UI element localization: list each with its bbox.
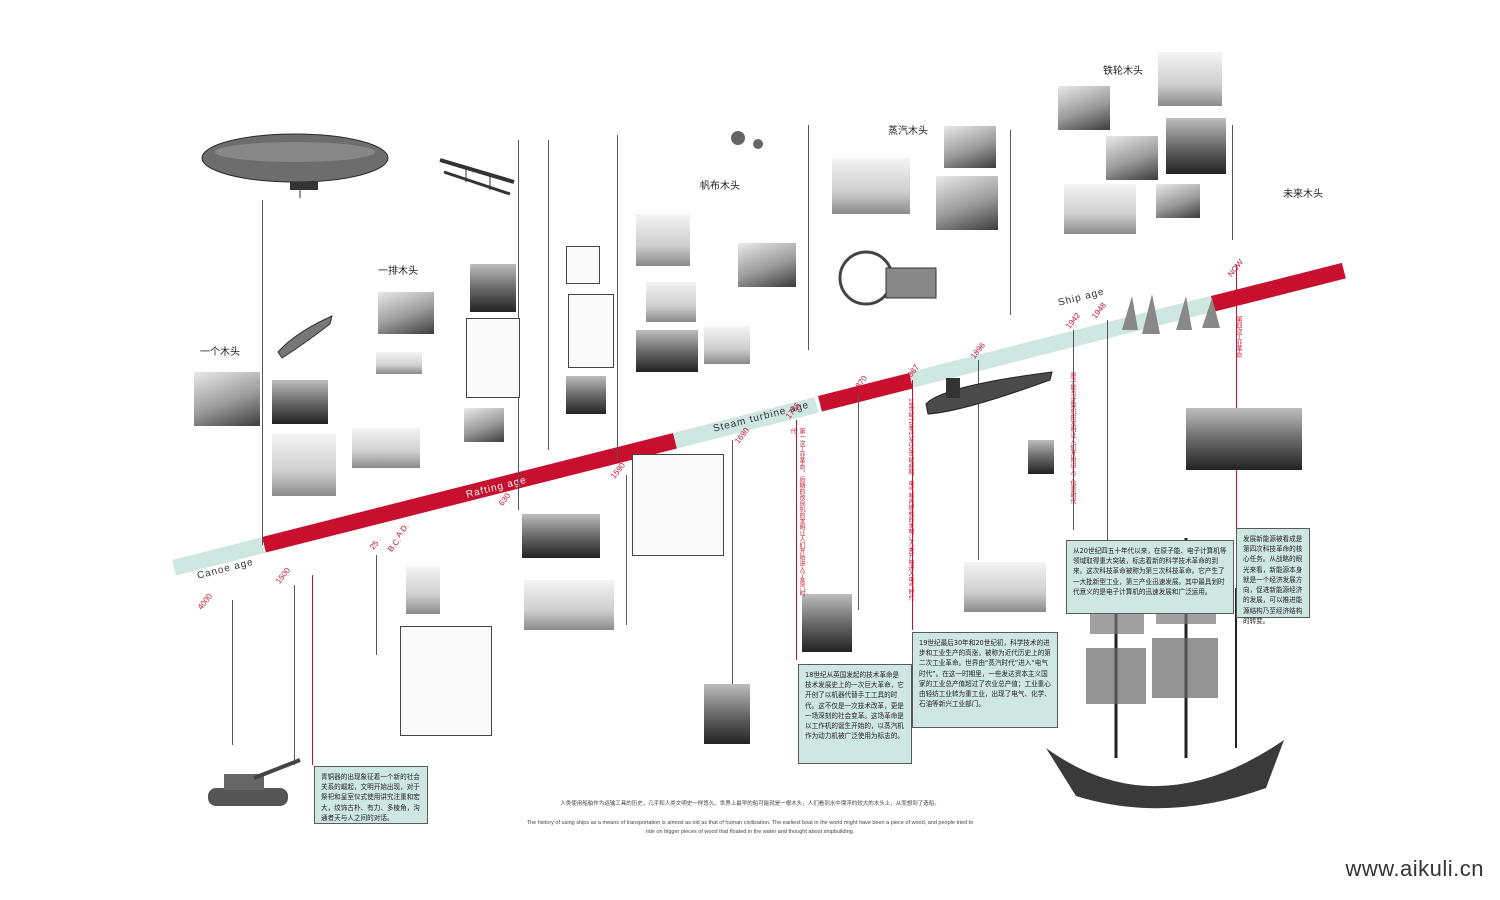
caption-english-1: The history of using ships as a means of… <box>526 820 974 826</box>
watermark-url: www.aikuli.cn <box>1345 856 1484 881</box>
paddle-photo <box>646 282 696 322</box>
windsurf-photo <box>704 684 750 744</box>
tanker-photo <box>1106 136 1158 180</box>
group-title-iron: 铁轮木头 <box>1103 66 1143 77</box>
fisherman-photo <box>566 376 606 414</box>
connector-line <box>1232 125 1233 240</box>
connector-line <box>548 140 549 450</box>
vertical-note-fourth: 第四次工业革命 <box>1235 316 1242 358</box>
infobox-fourth: 发展新能源被看成是第四次科技革命的核心任务。从战略的眼光来看，新能源本身就是一个… <box>1236 528 1310 625</box>
steamship-photo <box>832 158 910 214</box>
infobox-third: 从20世纪四五十年代以来，在原子能、电子计算机等领域取得重大突破，标志着新的科学… <box>1066 540 1234 614</box>
connector-line <box>312 575 313 765</box>
liner-photo-1 <box>1058 86 1110 130</box>
vertical-note-industrial: 第一次工业革命，后期的改良机的发明让人们开始进入了蒸汽时代 <box>789 428 805 596</box>
connector-line <box>626 475 627 625</box>
sailboat-photo-1 <box>636 214 690 266</box>
steam-engine-image <box>838 250 937 306</box>
connector-line <box>294 585 295 765</box>
cruise-photo-1 <box>1158 52 1222 106</box>
aircraft-carrier-photo <box>1186 408 1302 470</box>
balloons-image <box>731 131 763 149</box>
infobox-bronze: 青铜器的出现象征着一个新的社会关系的崛起，文明开始出现，对于祭祀和皇室仪式使用讲… <box>314 766 428 824</box>
vertical-note-electric: 19世纪70年代至20世纪初期，电气和内燃机的发明让人类开始进入电气时代 <box>907 398 914 601</box>
infobox-industrial: 18世纪从英国发起的技术革命是技术发展史上的一次巨大革命，它开创了以机器代替手工… <box>798 664 912 764</box>
connector-line <box>376 555 377 655</box>
cruise-ship-photo-1 <box>944 126 996 168</box>
year-label: 630 <box>497 491 513 508</box>
connector-line <box>912 380 913 630</box>
dugout-canoe-image <box>277 315 333 359</box>
connector-line <box>617 135 618 460</box>
year-label: 1942 <box>1064 310 1083 331</box>
group-title-one-log: 一个木头 <box>200 347 240 358</box>
connector-line <box>1107 320 1108 540</box>
sunset-boat-photo <box>636 330 698 372</box>
connector-line <box>1010 130 1011 315</box>
connector-line <box>1236 265 1237 530</box>
river-raft-photo <box>272 434 336 496</box>
rowboat-photo <box>352 428 420 468</box>
caption-chinese: 人类使用船舶作为运输工具的历史，几乎和人类文明史一样悠久。世界上最早的船可能就是… <box>560 801 940 807</box>
captain-illustration <box>568 294 614 368</box>
connector-line <box>732 440 733 690</box>
caption-english-2: ride on bigger pieces of wood that float… <box>645 829 855 835</box>
log-pile-photo <box>378 292 434 334</box>
connector-line <box>808 125 809 350</box>
soldiers-photo <box>522 514 600 558</box>
biplane-image <box>439 158 515 196</box>
vertical-note-information: 原子能与计算机的发明让人们开始进入了信息时代 <box>1069 372 1076 504</box>
sailboats-image <box>1122 294 1220 334</box>
pattern-illustration <box>466 318 520 398</box>
connector-line <box>796 420 797 660</box>
year-label: 4000 <box>196 591 215 612</box>
raft-sketch-image <box>376 352 422 374</box>
bamboo-photo <box>470 264 516 312</box>
wood-plank-photo <box>464 408 504 442</box>
connector-line <box>858 395 859 610</box>
connector-line <box>232 600 233 745</box>
sailboat-drawing <box>632 454 724 556</box>
war-boat-drawing <box>400 626 492 736</box>
windmill-sketch <box>566 246 600 284</box>
brushes-photo <box>406 566 440 614</box>
cruise-ship-photo-2 <box>936 176 998 230</box>
infobox-electric: 19世纪最后30年和20世纪初，科学技术的进步和工业生产的高涨，被称为近代历史上… <box>912 632 1058 728</box>
connector-line <box>1073 330 1074 530</box>
era-label-future: Future era <box>1262 226 1320 251</box>
group-title-steam: 蒸汽木头 <box>888 126 928 137</box>
connector-line <box>262 200 263 545</box>
junk-boat-photo <box>964 562 1046 612</box>
tall-ship-photo <box>802 594 852 652</box>
tank-image <box>208 758 301 806</box>
container-ship-photo <box>1064 184 1136 234</box>
sailboat-photo-2 <box>738 243 796 287</box>
raft-workers-photo <box>272 380 328 424</box>
people-photo <box>1028 440 1054 474</box>
group-title-sail: 帆布木头 <box>700 181 740 192</box>
airship-image <box>201 133 389 198</box>
connector-line <box>978 360 979 560</box>
white-sail-photo <box>704 326 750 364</box>
hull-photo <box>1166 118 1226 174</box>
yacht-photo <box>1156 184 1200 218</box>
submarine-image <box>925 371 1053 415</box>
year-label: 25 <box>368 538 381 552</box>
year-label: 1500 <box>274 565 293 586</box>
group-title-future: 未来木头 <box>1283 189 1323 200</box>
group-title-raft: 一排木头 <box>378 266 418 277</box>
log-photo <box>194 372 260 426</box>
small-boats-photo <box>524 580 614 630</box>
year-label: 1948 <box>1090 300 1109 321</box>
